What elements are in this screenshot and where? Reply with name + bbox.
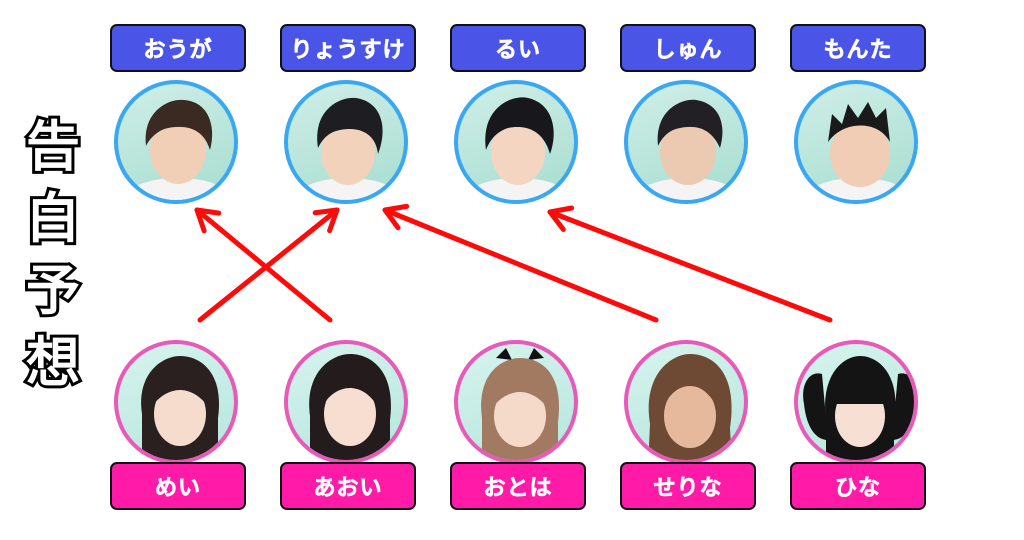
girl-hina: ひな <box>790 340 930 540</box>
boy-name-label: しゅん <box>620 24 756 72</box>
girl-avatar <box>794 340 918 464</box>
title-char-2: 白 <box>23 187 83 251</box>
portrait-icon <box>804 102 912 200</box>
arrowhead-mei-to-ryousuke <box>312 207 340 234</box>
girl-otoha: おとは <box>450 340 590 540</box>
portrait-icon <box>141 356 219 460</box>
boy-name-label: もんた <box>790 24 926 72</box>
boy-ryousuke: りょうすけ <box>280 24 420 224</box>
portrait-icon <box>464 97 572 200</box>
arrowhead-aoi-to-ouga <box>194 207 222 234</box>
boy-avatar <box>624 80 748 204</box>
girl-aoi: あおい <box>280 340 420 540</box>
vertical-title: 告 白 予 想 <box>18 115 88 395</box>
portrait-icon <box>481 348 559 460</box>
girl-serina: せりな <box>620 340 760 540</box>
portrait-icon <box>634 99 742 200</box>
boy-avatar <box>284 80 408 204</box>
portrait-icon <box>124 99 232 200</box>
arrow-serina-to-ryousuke <box>382 207 659 323</box>
boy-avatar <box>114 80 238 204</box>
girl-name-label: おとは <box>450 462 586 510</box>
boy-shun: しゅん <box>620 24 760 224</box>
arrowhead-hina-to-rui <box>547 205 575 232</box>
boy-ouga: おうが <box>110 24 250 224</box>
boy-monta: もんた <box>790 24 930 224</box>
title-char-1: 告 <box>23 115 83 179</box>
arrow-aoi-to-ouga <box>194 207 333 323</box>
boy-name-label: りょうすけ <box>280 24 416 72</box>
boy-avatar <box>454 80 578 204</box>
girl-avatar <box>114 340 238 464</box>
portrait-icon <box>294 97 402 200</box>
arrow-hina-to-rui <box>547 209 833 323</box>
girl-name-label: ひな <box>790 462 926 510</box>
title-char-4: 想 <box>23 331 83 395</box>
portrait-icon <box>648 354 732 460</box>
girl-name-label: めい <box>110 462 246 510</box>
boy-rui: るい <box>450 24 590 224</box>
arrow-mei-to-ryousuke <box>197 207 340 323</box>
title-char-3: 予 <box>23 259 83 323</box>
girl-mei: めい <box>110 340 250 540</box>
girl-avatar <box>454 340 578 464</box>
girl-name-label: あおい <box>280 462 416 510</box>
boy-name-label: るい <box>450 24 586 72</box>
boy-name-label: おうが <box>110 24 246 72</box>
girl-name-label: せりな <box>620 462 756 510</box>
girl-avatar <box>284 340 408 464</box>
girl-avatar <box>624 340 748 464</box>
portrait-icon <box>803 356 914 460</box>
portrait-icon <box>309 354 391 460</box>
arrowhead-serina-to-ryousuke <box>382 203 410 231</box>
boy-avatar <box>794 80 918 204</box>
